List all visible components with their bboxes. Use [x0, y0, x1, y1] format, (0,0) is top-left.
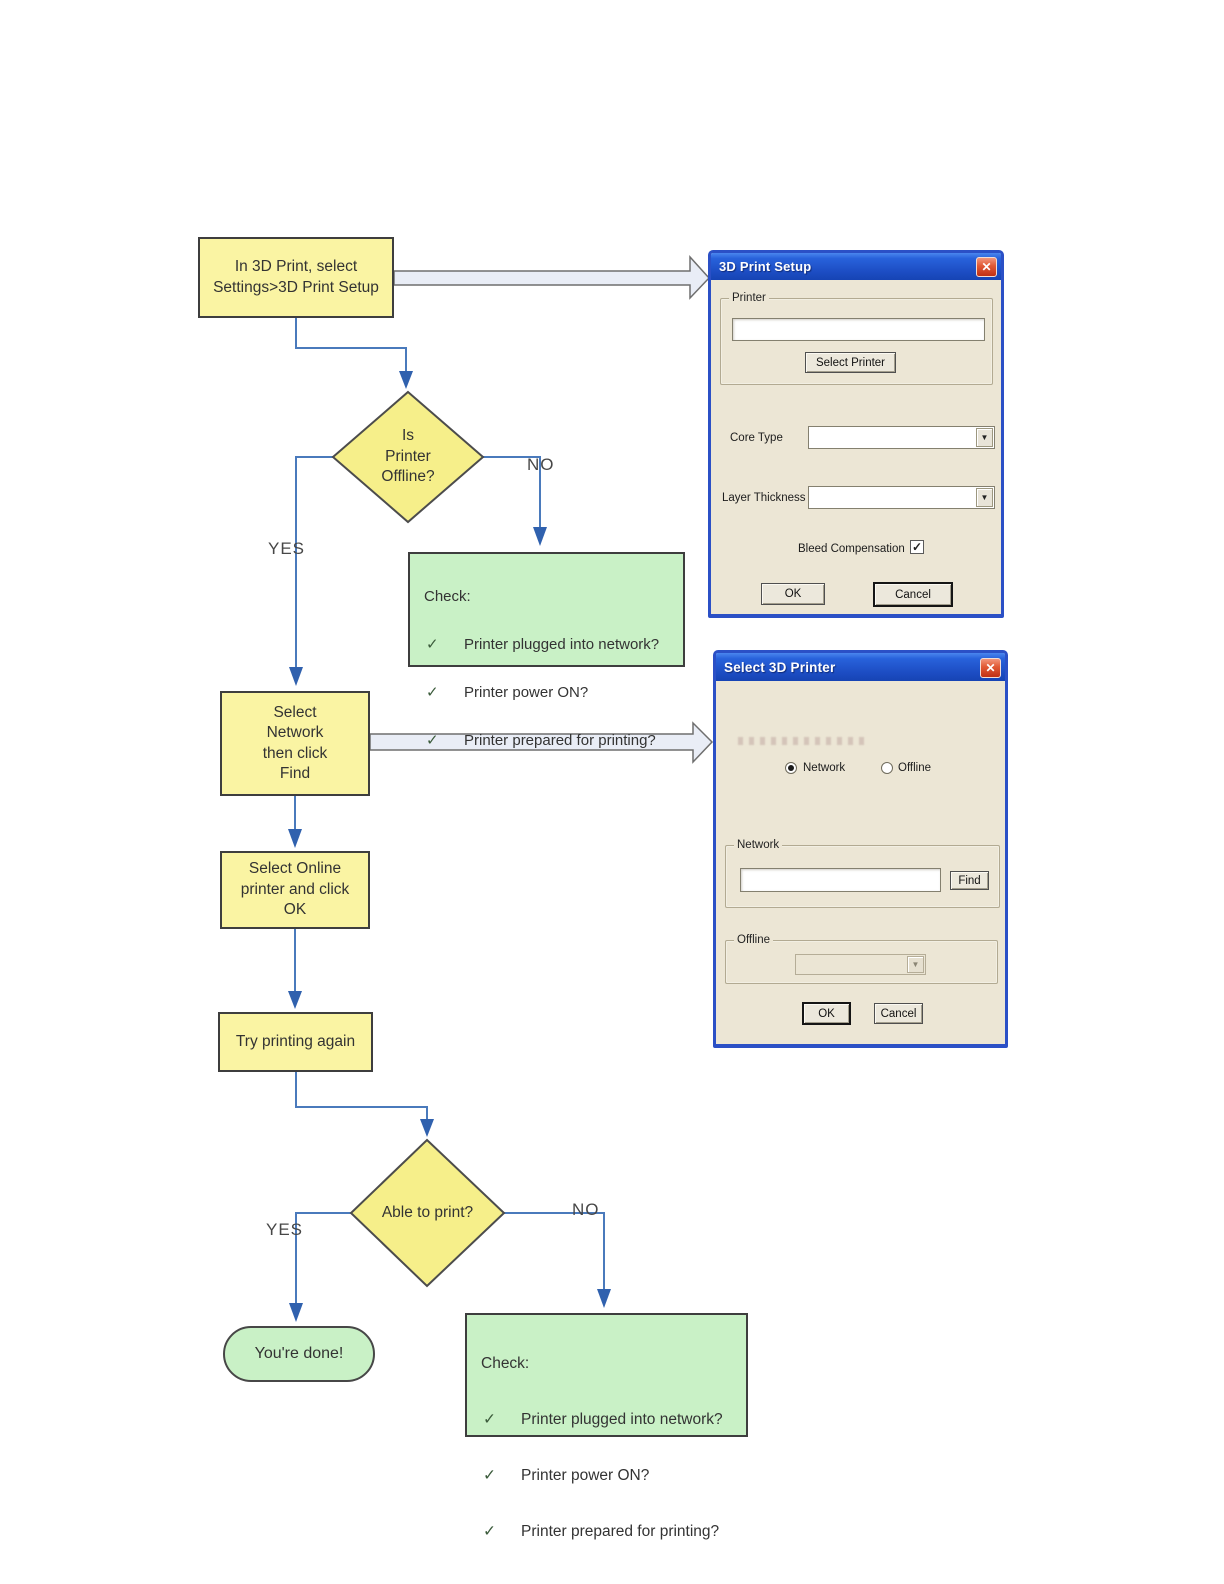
dialog-titlebar: 3D Print Setup — [711, 253, 1001, 280]
layer-thickness-label: Layer Thickness — [722, 492, 806, 504]
note-title: Check: — [481, 1355, 530, 1372]
check-item: Printer prepared for printing? — [521, 1523, 720, 1540]
cancel-button[interactable]: Cancel — [873, 582, 953, 607]
faded-text — [738, 737, 865, 745]
network-field[interactable] — [740, 868, 941, 892]
network-radio[interactable] — [785, 762, 797, 774]
select-network-box: Select Network then click Find — [220, 691, 370, 796]
check-row: ✓ Printer plugged into network? — [424, 633, 675, 657]
select-printer-button[interactable]: Select Printer — [805, 352, 896, 373]
layer-thickness-dropdown[interactable]: ▼ — [808, 486, 995, 509]
check-row: ✓ Printer power ON? — [481, 1462, 738, 1490]
print-setup-dialog: 3D Print Setup ✕ Printer Select Printer … — [708, 250, 1004, 618]
network-radio-label: Network — [803, 762, 846, 774]
checkmark-icon: ✓ — [483, 1523, 496, 1540]
offline-radio-label: Offline — [898, 762, 932, 774]
select-printer-dialog: Select 3D Printer ✕ Network Offline Netw… — [713, 650, 1008, 1048]
offline-group: Offline — [725, 934, 998, 984]
network-group: Network — [725, 839, 1000, 908]
check-item: Printer prepared for printing? — [464, 732, 656, 749]
printer-group: Printer — [720, 292, 993, 385]
dialog-titlebar: Select 3D Printer — [716, 653, 1005, 681]
callout-arrow-to-setup-dialog — [393, 255, 711, 300]
check-row: ✓ Printer plugged into network? — [481, 1406, 738, 1434]
edge-label-no-2: NO — [572, 1200, 600, 1219]
chevron-down-icon[interactable]: ▼ — [976, 488, 993, 507]
decision-label-printer-offline: Is Printer Offline? — [381, 426, 435, 486]
select-online-box: Select Online printer and click OK — [220, 851, 370, 929]
offline-group-label: Offline — [734, 934, 774, 947]
core-type-label: Core Type — [730, 432, 783, 444]
edge-label-yes-1: YES — [268, 539, 306, 558]
checkmark-icon: ✓ — [426, 732, 439, 749]
printer-field[interactable] — [732, 318, 985, 341]
check-item: Printer plugged into network? — [521, 1411, 723, 1428]
offline-radio[interactable] — [881, 762, 893, 774]
close-icon[interactable]: ✕ — [980, 658, 1001, 678]
dialog-title: Select 3D Printer — [724, 659, 836, 675]
check-row: ✓ Printer prepared for printing? — [481, 1518, 738, 1546]
chevron-down-icon[interactable]: ▼ — [907, 956, 924, 973]
try-again-box: Try printing again — [218, 1012, 373, 1072]
find-button[interactable]: Find — [950, 871, 989, 890]
check-row: ✓ Printer power ON? — [424, 681, 675, 705]
offline-dropdown[interactable]: ▼ — [795, 954, 926, 975]
printer-group-label: Printer — [729, 292, 769, 305]
dialog-title: 3D Print Setup — [719, 259, 812, 274]
ok-button[interactable]: OK — [761, 583, 825, 605]
check-note-1: Check: ✓ Printer plugged into network? ✓… — [408, 552, 685, 749]
decision-label-able-to-print: Able to print? — [381, 1203, 474, 1221]
check-row: ✓ Printer prepared for printing? — [424, 729, 675, 753]
ok-button[interactable]: OK — [802, 1002, 851, 1025]
done-box: You're done! — [223, 1326, 375, 1382]
cancel-button[interactable]: Cancel — [874, 1003, 923, 1024]
bleed-compensation-label: Bleed Compensation — [798, 543, 905, 555]
check-item: Printer power ON? — [521, 1467, 650, 1484]
close-icon[interactable]: ✕ — [976, 257, 997, 277]
check-item: Printer plugged into network? — [464, 636, 660, 653]
checkmark-icon: ✓ — [483, 1411, 496, 1428]
chevron-down-icon[interactable]: ▼ — [976, 428, 993, 447]
checkmark-icon: ✓ — [426, 636, 439, 653]
note-title: Check: — [424, 588, 471, 605]
network-group-label: Network — [734, 839, 783, 852]
checkmark-icon: ✓ — [426, 684, 439, 701]
core-type-dropdown[interactable]: ▼ — [808, 426, 995, 449]
checkmark-icon: ✓ — [483, 1467, 496, 1484]
check-item: Printer power ON? — [464, 684, 589, 701]
bleed-compensation-checkbox[interactable]: ✓ — [910, 540, 924, 554]
start-box: In 3D Print, select Settings>3D Print Se… — [198, 237, 394, 318]
edge-label-no-1: NO — [527, 455, 555, 474]
check-note-2: Check: ✓ Printer plugged into network? ✓… — [465, 1313, 748, 1540]
edge-label-yes-2: YES — [266, 1220, 304, 1239]
